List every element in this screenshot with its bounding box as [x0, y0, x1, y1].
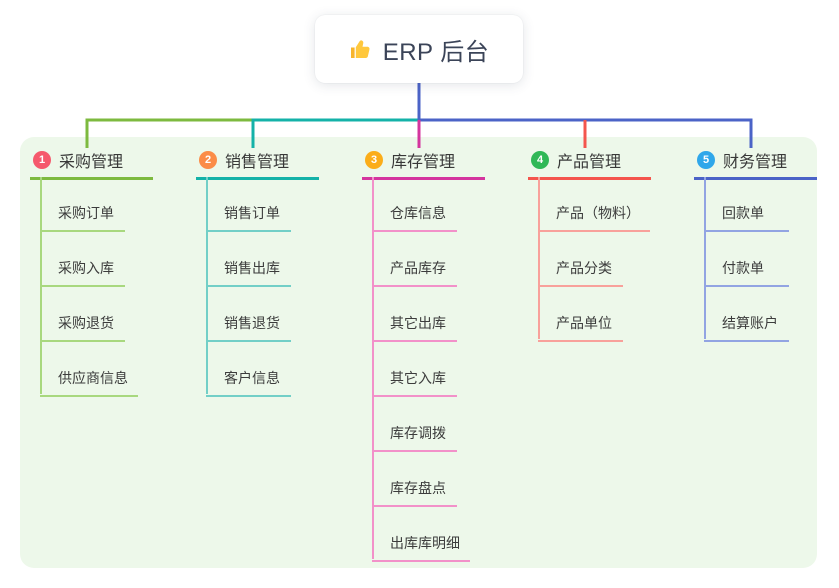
child-node-label: 采购退货	[58, 315, 114, 331]
child-node[interactable]: 产品分类	[538, 232, 623, 287]
child-node-label: 销售出库	[224, 260, 280, 276]
child-node[interactable]: 销售订单	[206, 177, 291, 232]
children-rail-line	[704, 177, 706, 339]
branch-title-label: 财务管理	[723, 154, 788, 171]
branch-node-title[interactable]: 4 产品管理	[528, 146, 651, 180]
child-node[interactable]: 结算账户	[704, 287, 789, 342]
child-node[interactable]: 采购订单	[40, 177, 125, 232]
child-node-label: 产品库存	[390, 260, 446, 276]
child-node[interactable]: 出库库明细	[372, 507, 470, 562]
wire-branch-2	[251, 118, 419, 148]
child-node-label: 回款单	[722, 205, 764, 221]
branch-children: 销售订单销售出库销售退货客户信息	[206, 177, 291, 397]
child-node[interactable]: 供应商信息	[40, 342, 138, 397]
child-node-label: 结算账户	[722, 315, 778, 331]
branch-number-badge: 2	[199, 151, 217, 169]
child-node[interactable]: 付款单	[704, 232, 789, 287]
branch-node-title[interactable]: 2 销售管理	[196, 146, 319, 180]
child-node[interactable]: 回款单	[704, 177, 789, 232]
child-node[interactable]: 库存调拨	[372, 397, 457, 452]
branch-number-badge: 4	[531, 151, 549, 169]
branches-panel	[20, 137, 817, 568]
child-node-label: 仓库信息	[390, 205, 446, 221]
root-node[interactable]: ERP 后台	[315, 15, 523, 83]
branch-2: 2 销售管理销售订单销售出库销售退货客户信息	[196, 146, 319, 397]
children-rail-line	[372, 177, 374, 559]
child-node[interactable]: 产品库存	[372, 232, 457, 287]
child-node-label: 产品单位	[556, 315, 612, 331]
branch-number-badge: 1	[33, 151, 51, 169]
child-node[interactable]: 采购退货	[40, 287, 125, 342]
child-node[interactable]: 其它出库	[372, 287, 457, 342]
child-node-label: 其它出库	[390, 315, 446, 331]
child-node[interactable]: 产品单位	[538, 287, 623, 342]
children-rail-line	[538, 177, 540, 339]
child-node[interactable]: 客户信息	[206, 342, 291, 397]
child-node[interactable]: 库存盘点	[372, 452, 457, 507]
child-node-label: 供应商信息	[58, 370, 128, 386]
branch-children: 仓库信息产品库存其它出库其它入库库存调拨库存盘点出库库明细	[372, 177, 470, 562]
child-node-label: 销售退货	[224, 315, 280, 331]
root-node-title: ERP 后台	[382, 38, 490, 66]
child-node-label: 库存调拨	[390, 425, 446, 441]
branch-5: 5 财务管理回款单付款单结算账户	[694, 146, 817, 342]
child-node-label: 出库库明细	[390, 535, 460, 551]
child-node-label: 采购入库	[58, 260, 114, 276]
branch-children: 采购订单采购入库采购退货供应商信息	[40, 177, 138, 397]
branch-children: 回款单付款单结算账户	[704, 177, 789, 342]
child-node-label: 产品（物料）	[556, 205, 640, 221]
child-node-label: 产品分类	[556, 260, 612, 276]
child-node-label: 采购订单	[58, 205, 114, 221]
child-node[interactable]: 销售退货	[206, 287, 291, 342]
child-node-label: 付款单	[722, 260, 764, 276]
child-node-label: 客户信息	[224, 370, 280, 386]
child-node[interactable]: 仓库信息	[372, 177, 457, 232]
child-node[interactable]: 销售出库	[206, 232, 291, 287]
branch-node-title[interactable]: 3 库存管理	[362, 146, 485, 180]
branch-node-title[interactable]: 5 财务管理	[694, 146, 817, 180]
branch-number-badge: 5	[697, 151, 715, 169]
child-node[interactable]: 采购入库	[40, 232, 125, 287]
branch-children: 产品（物料） 产品分类产品单位	[538, 177, 650, 342]
thumbs-up-icon	[349, 37, 373, 61]
child-node-label: 库存盘点	[390, 480, 446, 496]
branch-title-label: 销售管理	[225, 154, 290, 171]
branch-title-label: 采购管理	[59, 154, 124, 171]
branch-4: 4 产品管理产品（物料） 产品分类产品单位	[528, 146, 651, 342]
branch-node-title[interactable]: 1 采购管理	[30, 146, 153, 180]
branch-title-label: 库存管理	[391, 154, 456, 171]
branch-title-label: 产品管理	[557, 154, 622, 171]
branch-number-badge: 3	[365, 151, 383, 169]
branch-1: 1 采购管理采购订单采购入库采购退货供应商信息	[30, 146, 153, 397]
child-node[interactable]: 产品（物料）	[538, 177, 650, 232]
child-node-label: 其它入库	[390, 370, 446, 386]
child-node[interactable]: 其它入库	[372, 342, 457, 397]
branch-3: 3 库存管理仓库信息产品库存其它出库其它入库库存调拨库存盘点出库库明细	[362, 146, 485, 562]
child-node-label: 销售订单	[224, 205, 280, 221]
